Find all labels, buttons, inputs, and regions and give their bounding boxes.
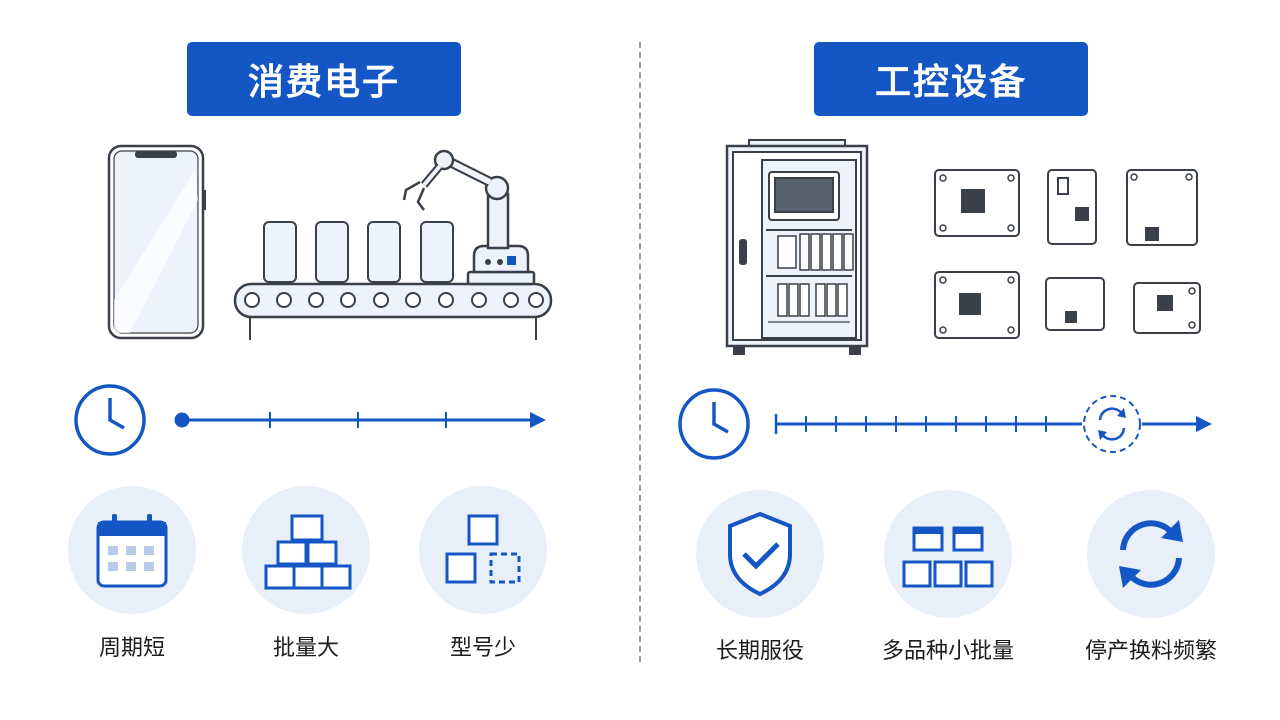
feature-circle-variety — [884, 490, 1012, 618]
stacked-boxes-icon — [264, 514, 352, 590]
feature-circle-cycle — [68, 486, 196, 614]
illustration — [74, 139, 1212, 460]
feature-label-service: 长期服役 — [715, 639, 804, 664]
feature-label-cycle: 周期短 — [98, 636, 165, 661]
feature-circle-volume — [242, 486, 370, 614]
feature-label-replacement: 停产换料频繁 — [1084, 639, 1217, 664]
boxes-grid-icon — [902, 526, 994, 588]
timeline-left — [174, 412, 546, 428]
shield-check-icon — [728, 511, 792, 597]
few-squares-icon — [445, 514, 521, 584]
phones-on-conveyor-icon — [263, 221, 454, 283]
conveyor-belt-icon — [233, 282, 553, 340]
feature-label-volume: 批量大 — [272, 636, 339, 661]
robot-arm-icon — [402, 149, 536, 286]
feature-label-models: 型号少 — [449, 636, 516, 661]
center-divider — [639, 42, 641, 662]
consumer-electronics-banner: 消费电子 — [187, 42, 461, 116]
cycle-marker-icon — [1098, 407, 1126, 441]
industrial-control-banner: 工控设备 — [814, 42, 1088, 116]
consumer-electronics-title: 消费电子 — [247, 62, 400, 103]
control-cabinet-icon — [725, 139, 869, 355]
timeline-right — [774, 395, 1212, 453]
feature-label-variety: 多品种小批量 — [881, 639, 1014, 664]
feature-circle-service — [696, 490, 824, 618]
clock-icon-right — [678, 388, 750, 460]
feature-circle-models — [419, 486, 547, 614]
calendar-icon — [96, 514, 168, 588]
feature-circle-replacement — [1087, 490, 1215, 618]
refresh-icon — [1119, 520, 1183, 588]
industrial-control-title: 工控设备 — [874, 62, 1027, 103]
smartphone-icon — [107, 144, 206, 340]
circuit-boards-icon — [934, 169, 1201, 339]
clock-icon-left — [74, 384, 146, 456]
